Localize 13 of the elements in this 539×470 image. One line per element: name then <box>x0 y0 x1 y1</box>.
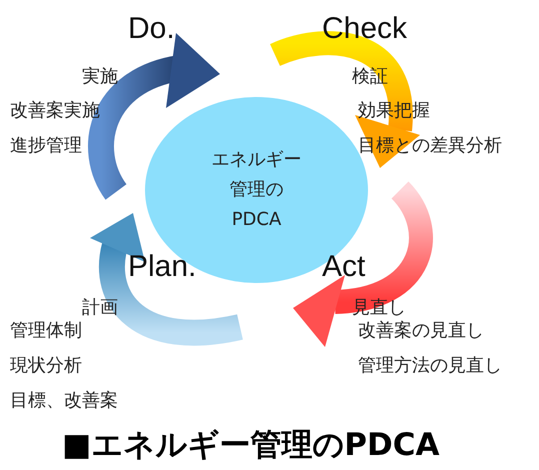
phase-label: Do. <box>128 12 175 46</box>
item-label: 目標、改善案 <box>10 390 118 412</box>
phase-label: Plan. <box>128 250 196 284</box>
item-label: 進捗管理 <box>10 135 82 157</box>
item-label: 改善案の見直し <box>358 320 484 342</box>
phase-label: Act <box>322 250 366 284</box>
item-label: 管理体制 <box>10 320 82 342</box>
heading-label: 実施 <box>82 66 118 88</box>
caption: ■エネルギー管理のPDCA <box>62 426 440 465</box>
item-label: 現状分析 <box>10 355 82 377</box>
item-label: 管理方法の見直し <box>358 355 502 377</box>
heading-label: 計画 <box>82 297 118 319</box>
phase-label: Check <box>322 12 408 46</box>
